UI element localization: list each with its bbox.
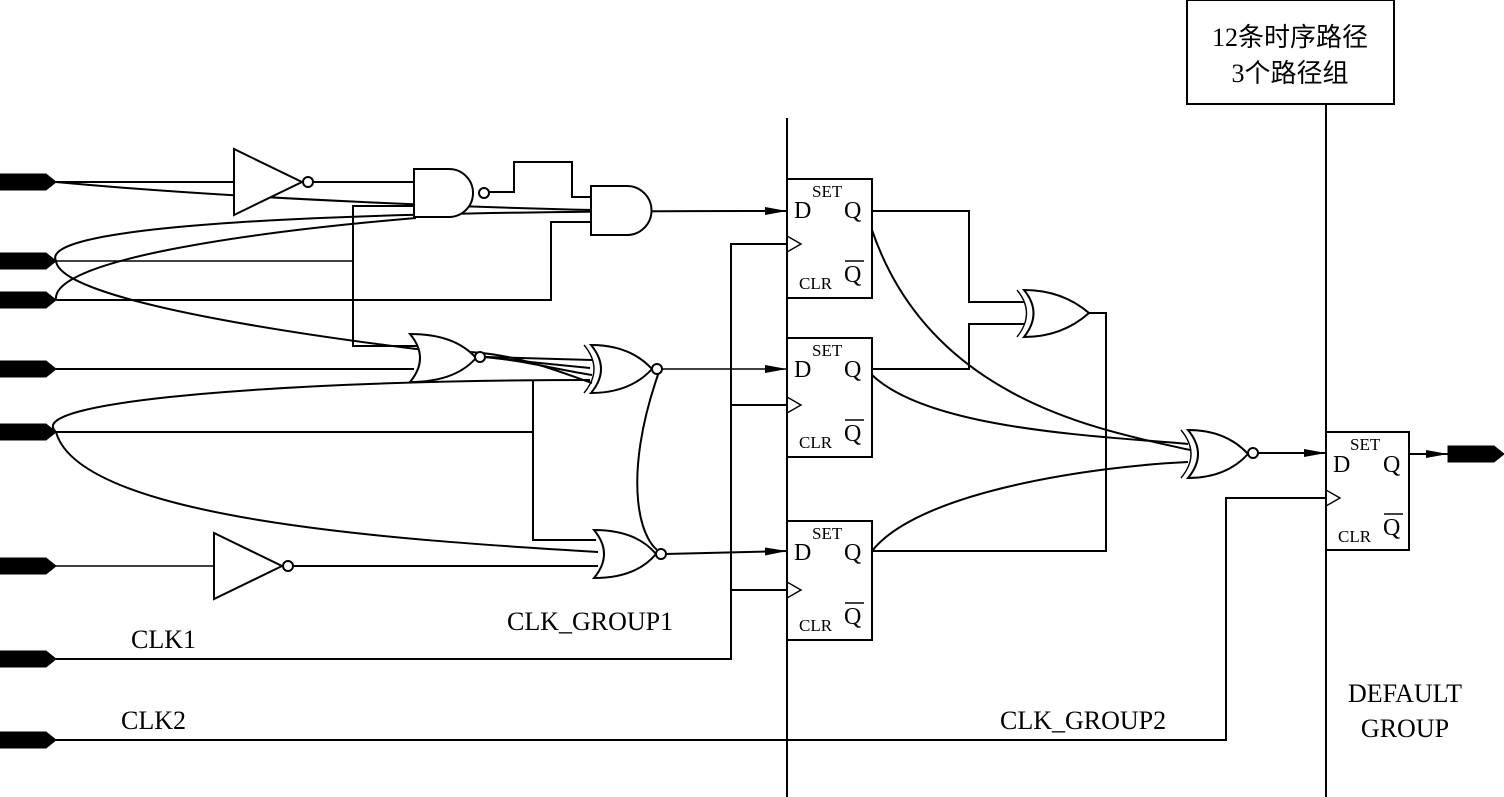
ff2-q: Q [844,357,861,383]
nand-gate [413,168,490,218]
input-port-clk2 [0,731,57,749]
flipflop-1: D SET Q CLR Q [786,178,873,299]
ff1-d: D [794,198,811,224]
annotation-box: 12条时序路径 3个路径组 [1186,0,1395,105]
ff4-clr: CLR [1338,527,1372,546]
ff2-qbar: Q [844,421,861,447]
ff2-d: D [794,357,811,383]
ff4-qbar: Q [1383,515,1400,541]
ff4-q: Q [1383,452,1400,478]
ff1-q: Q [844,198,861,224]
ff3-q: Q [844,540,861,566]
clk2-label: CLK2 [121,706,186,735]
ff4-d: D [1333,452,1350,478]
ff3-clr: CLR [799,616,833,635]
input-port-6 [0,557,57,575]
input-port-1 [0,173,57,191]
ff1-qbar: Q [844,262,861,288]
ff3-qbar: Q [844,604,861,630]
wires [52,161,1448,741]
input-ports [0,173,57,749]
nor-gate-2 [591,528,667,580]
and-gate [590,185,653,236]
inverter-2 [213,531,294,601]
default-group-label-1: DEFAULT [1348,679,1462,708]
input-port-2 [0,252,57,270]
ff1-clr: CLR [799,274,833,293]
ff3-set: SET [812,524,843,543]
clk1-label: CLK1 [131,625,196,654]
annotation-line-2: 3个路径组 [1231,59,1348,88]
default-group-label-2: GROUP [1361,714,1449,743]
output-port [1447,445,1504,463]
flipflop-3: D SET Q CLR Q [786,520,873,641]
nor-gate-1 [407,332,486,384]
clk-group2-label: CLK_GROUP2 [1000,706,1166,735]
inverter-1 [233,147,314,217]
input-port-5 [0,423,57,441]
clk-group1-label: CLK_GROUP1 [507,607,673,636]
xor-gate [1016,288,1091,339]
input-port-4 [0,360,57,378]
ff3-d: D [794,540,811,566]
xnor-gate-final [1180,428,1259,480]
ff2-set: SET [812,341,843,360]
ff2-clr: CLR [799,433,833,452]
annotation-line-1: 12条时序路径 [1212,23,1368,52]
ff4-set: SET [1350,435,1381,454]
xnor-gate-1 [583,343,663,395]
flipflop-2: D SET Q CLR Q [786,337,873,458]
input-port-3 [0,291,57,309]
flipflop-default: D SET Q CLR Q [1325,431,1410,551]
input-port-clk1 [0,650,57,668]
ff1-set: SET [812,182,843,201]
